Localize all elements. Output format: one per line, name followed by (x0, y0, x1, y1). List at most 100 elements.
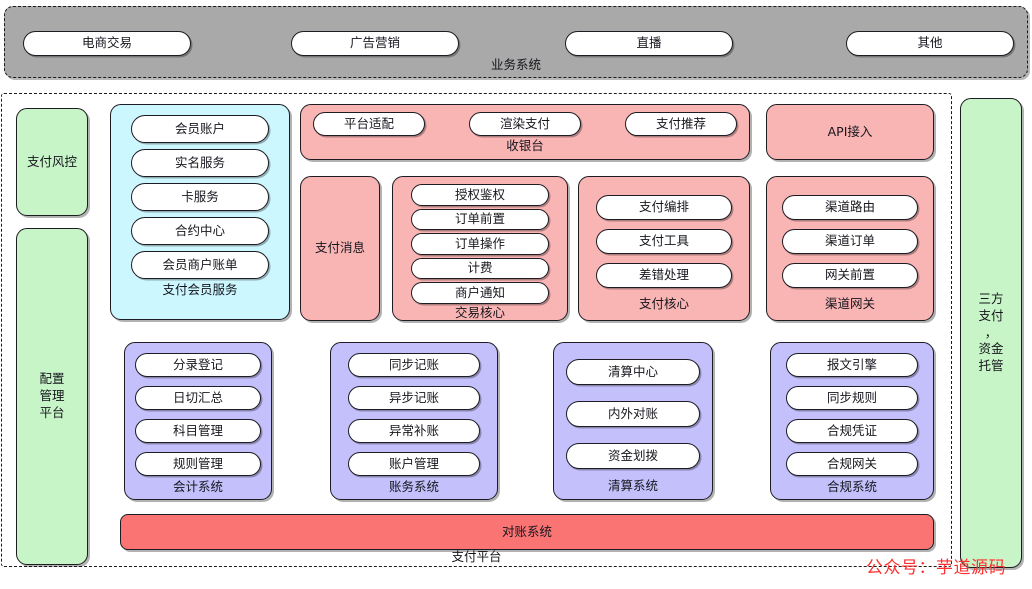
member-service-item-realname[interactable]: 实名服务 (131, 149, 269, 177)
compliance-item-message-engine[interactable]: 报文引擎 (786, 353, 918, 377)
cashier-item-render-pay[interactable]: 渲染支付 (469, 112, 581, 136)
item-label: 卡服务 (181, 188, 219, 204)
item-label: 资金划拨 (607, 447, 658, 463)
accounting-item-subject-management[interactable]: 科目管理 (135, 419, 261, 443)
item-label: 会员账户 (174, 120, 225, 136)
item-label: 异常补账 (388, 422, 439, 438)
group-bookkeeping: 同步记账 异步记账 异常补账 账户管理 账务系统 (330, 342, 498, 500)
item-label: 网关前置 (824, 267, 875, 283)
item-label: 科目管理 (172, 422, 223, 438)
item-label: 订单前置 (454, 211, 505, 227)
member-service-item-account[interactable]: 会员账户 (131, 115, 269, 143)
channel-gateway-item-order[interactable]: 渠道订单 (782, 229, 918, 254)
accounting-item-rule-management[interactable]: 规则管理 (135, 452, 261, 476)
item-label: 合规网关 (826, 455, 877, 471)
business-system-caption: 业务系统 (490, 57, 541, 72)
pay-core-item-tools[interactable]: 支付工具 (596, 229, 732, 254)
risk-control-label: 支付风控 (26, 153, 77, 169)
group-compliance: 报文引擎 同步规则 合规凭证 合规网关 合规系统 (770, 342, 934, 500)
item-label: 账户管理 (388, 455, 439, 471)
item-label: 支付工具 (638, 233, 689, 249)
group-payment-message[interactable]: 支付消息 (300, 176, 380, 321)
business-item-ecommerce[interactable]: 电商交易 (23, 31, 191, 56)
member-service-item-merchant-bill[interactable]: 会员商户账单 (131, 251, 269, 279)
group-title-trade-core: 交易核心 (454, 304, 505, 320)
business-item-label: 直播 (636, 35, 662, 51)
member-service-item-card[interactable]: 卡服务 (131, 183, 269, 211)
group-title-cashier: 收银台 (506, 138, 544, 153)
channel-gateway-item-front[interactable]: 网关前置 (782, 263, 918, 288)
group-member-service: 会员账户 实名服务 卡服务 合约中心 会员商户账单 支付会员服务 (110, 104, 290, 320)
item-label: 渠道路由 (824, 199, 875, 215)
business-item-label: 广告营销 (349, 35, 400, 51)
group-title-accounting: 会计系统 (172, 479, 223, 494)
group-title-compliance: 合规系统 (826, 479, 877, 494)
item-label: 合约中心 (174, 222, 225, 238)
trade-core-item-billing[interactable]: 计费 (411, 257, 549, 280)
item-label: 商户通知 (454, 284, 505, 300)
group-pay-core: 支付编排 支付工具 差错处理 支付核心 (578, 176, 750, 321)
item-label: 支付编排 (638, 199, 689, 215)
compliance-item-sync-rule[interactable]: 同步规则 (786, 386, 918, 410)
group-title-member-service: 支付会员服务 (162, 282, 238, 297)
group-api-access[interactable]: API接入 (766, 104, 934, 160)
business-item-label: 电商交易 (81, 35, 132, 51)
accounting-item-entry-registration[interactable]: 分录登记 (135, 353, 261, 377)
compliance-item-gateway[interactable]: 合规网关 (786, 452, 918, 476)
group-channel-gateway: 渠道路由 渠道订单 网关前置 渠道网关 (766, 176, 934, 321)
group-accounting: 分录登记 日切汇总 科目管理 规则管理 会计系统 (124, 342, 272, 500)
business-item-label: 其他 (917, 35, 943, 51)
pay-core-item-error-handling[interactable]: 差错处理 (596, 263, 732, 288)
item-label: 分录登记 (172, 356, 223, 372)
item-label: 实名服务 (174, 154, 225, 170)
payment-platform-frame (1, 93, 952, 567)
trade-core-item-order-operation[interactable]: 订单操作 (411, 233, 549, 255)
member-service-item-contract[interactable]: 合约中心 (131, 217, 269, 245)
item-label: 订单操作 (454, 235, 505, 251)
settlement-item-fund-transfer[interactable]: 资金划拨 (566, 443, 700, 469)
item-label: 差错处理 (638, 267, 689, 283)
third-party-payment-box[interactable]: 三方 支付 ， 资金 托管 (960, 98, 1022, 568)
bookkeeping-item-sync[interactable]: 同步记账 (348, 353, 480, 377)
settlement-item-center[interactable]: 清算中心 (566, 359, 700, 385)
item-label: 授权鉴权 (454, 186, 505, 202)
item-label: 内外对账 (607, 405, 658, 421)
group-title-settlement: 清算系统 (607, 478, 658, 493)
group-title-payment-message: 支付消息 (314, 240, 365, 256)
risk-control-box[interactable]: 支付风控 (16, 108, 88, 216)
item-label: 支付推荐 (655, 115, 706, 131)
watermark-text: 公众号：芋道源码 (866, 558, 1006, 578)
third-party-payment-label: 三方 支付 ， 资金 托管 (978, 290, 1004, 374)
item-label: 渠道订单 (824, 233, 875, 249)
business-item-other[interactable]: 其他 (846, 31, 1014, 56)
reconciliation-system-bar[interactable]: 对账系统 (120, 514, 934, 550)
item-label: 日切汇总 (172, 389, 223, 405)
compliance-item-voucher[interactable]: 合规凭证 (786, 419, 918, 443)
config-management-platform-box[interactable]: 配置 管理 平台 (16, 228, 88, 565)
group-title-channel-gateway: 渠道网关 (824, 296, 875, 311)
trade-core-item-order-front[interactable]: 订单前置 (411, 208, 549, 231)
bookkeeping-item-exception-repair[interactable]: 异常补账 (348, 419, 480, 443)
settlement-item-internal-external-recon[interactable]: 内外对账 (566, 401, 700, 427)
bookkeeping-item-async[interactable]: 异步记账 (348, 386, 480, 410)
bookkeeping-item-account-management[interactable]: 账户管理 (348, 452, 480, 476)
item-label: 合规凭证 (826, 422, 877, 438)
reconciliation-system-label: 对账系统 (501, 523, 552, 539)
item-label: 同步记账 (388, 356, 439, 372)
trade-core-item-merchant-notify[interactable]: 商户通知 (411, 282, 549, 304)
item-label: 异步记账 (388, 389, 439, 405)
business-item-advertising[interactable]: 广告营销 (291, 31, 459, 56)
group-title-pay-core: 支付核心 (638, 296, 689, 311)
group-title-bookkeeping: 账务系统 (388, 479, 439, 494)
cashier-item-platform-adapt[interactable]: 平台适配 (313, 112, 425, 136)
business-item-livestream[interactable]: 直播 (565, 31, 733, 56)
pay-core-item-orchestration[interactable]: 支付编排 (596, 195, 732, 220)
channel-gateway-item-route[interactable]: 渠道路由 (782, 195, 918, 220)
cashier-item-pay-recommend[interactable]: 支付推荐 (625, 112, 737, 136)
item-label: 同步规则 (826, 389, 877, 405)
accounting-item-daily-cutoff[interactable]: 日切汇总 (135, 386, 261, 410)
group-trade-core: 授权鉴权 订单前置 订单操作 计费 商户通知 交易核心 (392, 176, 568, 321)
item-label: 会员商户账单 (162, 256, 238, 272)
trade-core-item-auth[interactable]: 授权鉴权 (411, 184, 549, 206)
